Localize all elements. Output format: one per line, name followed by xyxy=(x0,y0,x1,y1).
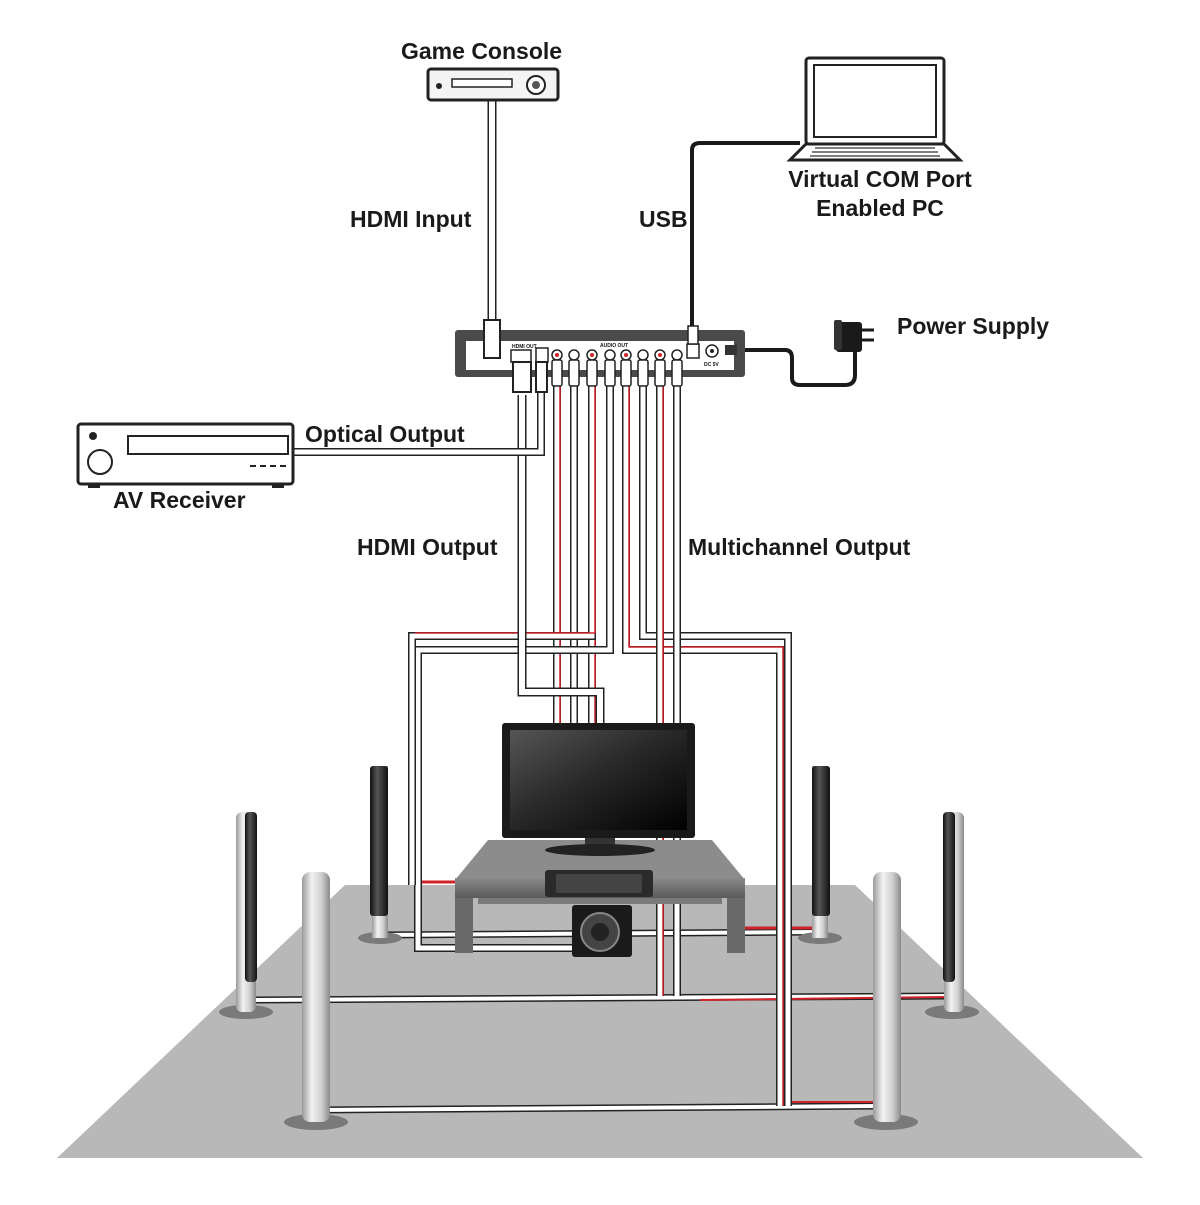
audio-out-port-label: AUDIO OUT xyxy=(600,343,628,349)
av-receiver xyxy=(76,422,295,488)
speaker-front-left xyxy=(358,766,402,944)
center-speaker xyxy=(545,870,653,897)
hdmi-output-cable xyxy=(517,395,605,725)
multichannel-output-label: Multichannel Output xyxy=(688,534,911,560)
usb-label: USB xyxy=(639,206,688,232)
speaker-side-right xyxy=(925,812,979,1019)
hdmi-input-label: HDMI Input xyxy=(350,206,472,232)
speaker-rear-left xyxy=(284,872,348,1130)
speaker-front-right xyxy=(798,766,842,944)
subwoofer xyxy=(572,905,632,957)
television xyxy=(502,723,695,856)
pc-label-line1: Virtual COM Port xyxy=(788,166,972,192)
power-supply-label: Power Supply xyxy=(897,313,1050,339)
power-adapter xyxy=(834,320,874,352)
unit-connectors xyxy=(483,319,737,393)
optical-output-cable xyxy=(292,390,545,456)
pc-label-line2: Enabled PC xyxy=(816,195,944,221)
av-receiver-label: AV Receiver xyxy=(113,487,246,513)
speaker-rear-right xyxy=(854,872,918,1130)
game-console xyxy=(426,67,560,102)
speaker-side-left xyxy=(219,812,273,1019)
dc-in-port-label: DC 5V xyxy=(704,362,719,368)
hdmi-output-label: HDMI Output xyxy=(357,534,498,560)
usb-cable xyxy=(690,141,800,330)
power-cable xyxy=(737,348,857,387)
hdmi-out-port-label: HDMI OUT xyxy=(512,344,537,350)
optical-output-label: Optical Output xyxy=(305,421,465,447)
game-console-label: Game Console xyxy=(401,38,563,64)
laptop-pc xyxy=(786,56,964,162)
